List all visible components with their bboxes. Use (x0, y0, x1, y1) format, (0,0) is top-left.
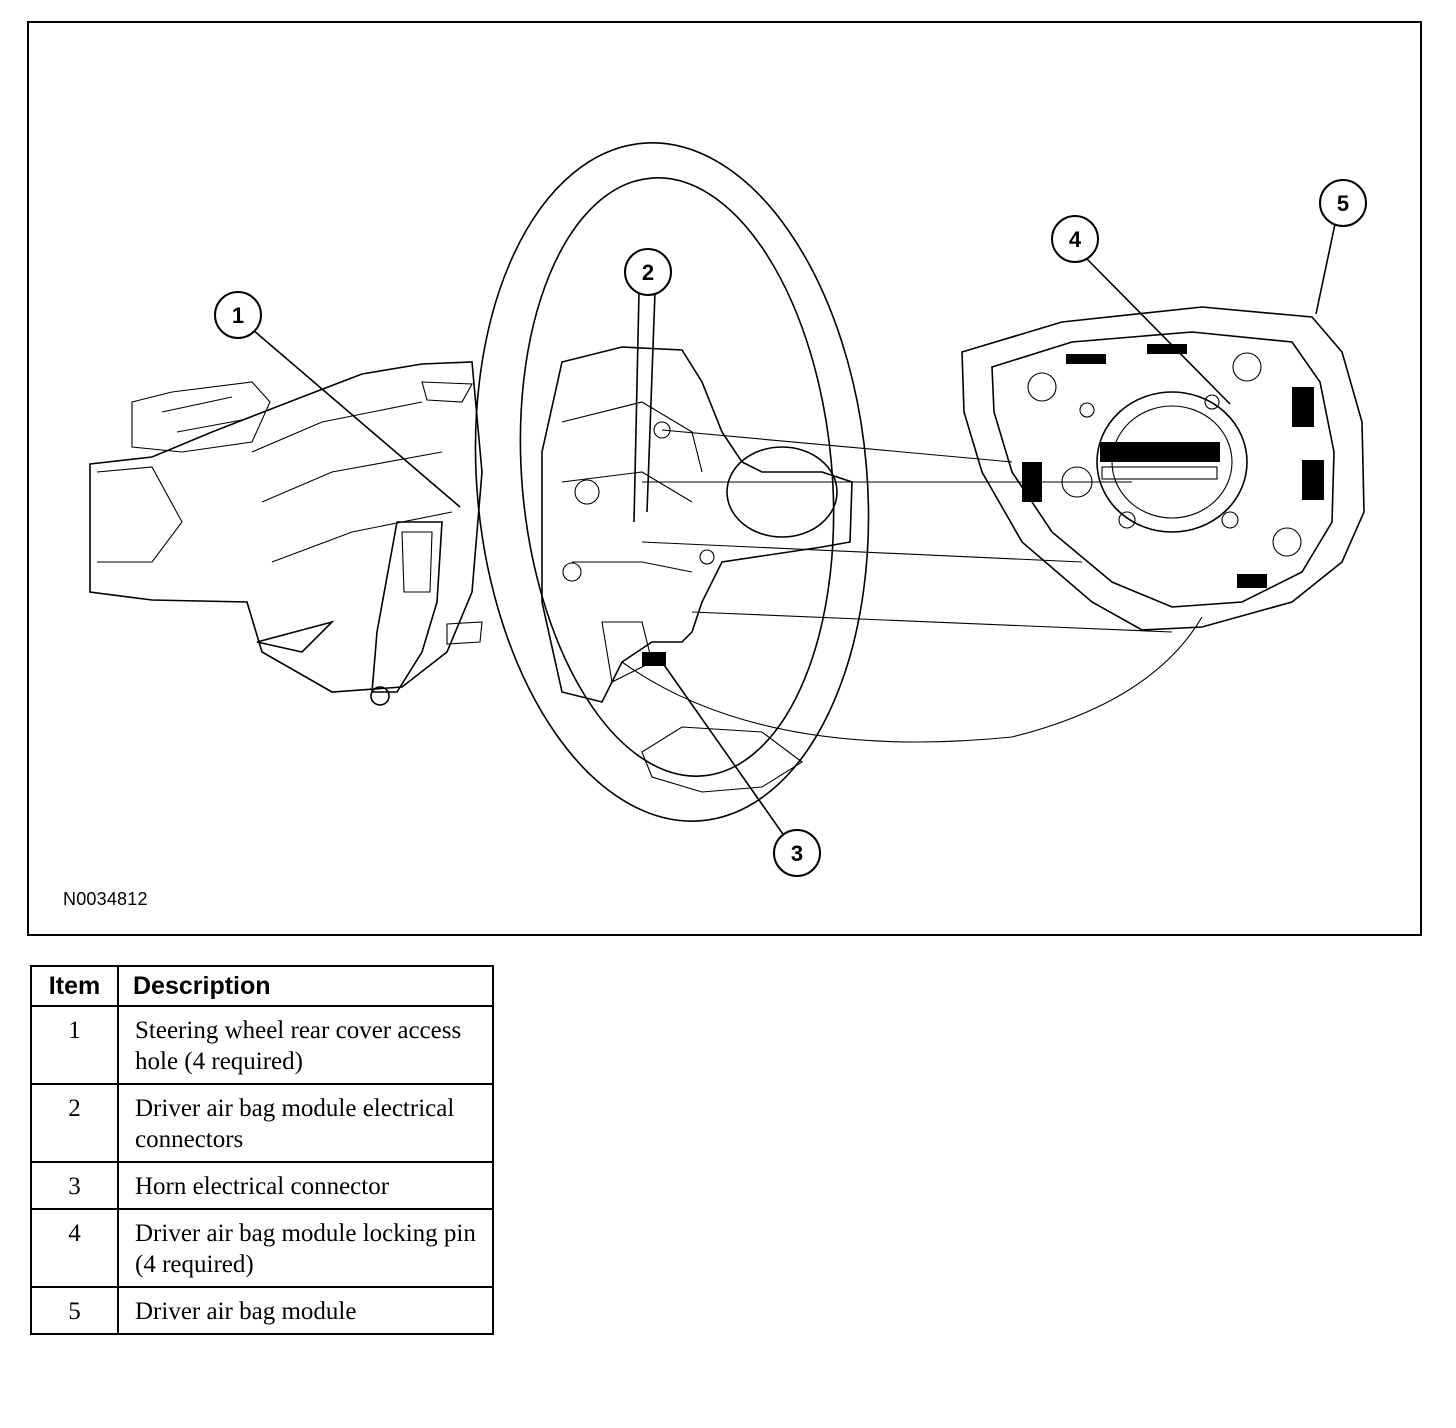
table-row: 4 Driver air bag module locking pin (4 r… (30, 1208, 494, 1288)
legend-item-description: Steering wheel rear cover access hole (4… (117, 1005, 494, 1085)
legend-header-item: Item (30, 965, 119, 1007)
legend-item-description: Driver air bag module electrical connect… (117, 1083, 494, 1163)
callout-4-label: 4 (1069, 227, 1082, 252)
legend-header-description: Description (117, 965, 494, 1007)
callout-5-label: 5 (1337, 191, 1349, 216)
legend-item-number: 3 (30, 1161, 119, 1210)
legend-item-description: Horn electrical connector (117, 1161, 494, 1210)
callout-2-label: 2 (642, 260, 654, 285)
callout-5: 5 (1319, 179, 1367, 227)
callout-leaders (252, 223, 1336, 838)
legend-item-number: 4 (30, 1208, 119, 1288)
callout-4: 4 (1051, 215, 1099, 263)
legend-header-row: Item Description (30, 965, 494, 1007)
legend-item-number: 5 (30, 1286, 119, 1335)
legend-table: Item Description 1 Steering wheel rear c… (30, 965, 494, 1335)
callout-3-label: 3 (791, 841, 803, 866)
table-row: 2 Driver air bag module electrical conne… (30, 1083, 494, 1163)
legend-item-description: Driver air bag module (117, 1286, 494, 1335)
legend-item-number: 1 (30, 1005, 119, 1085)
steering-column (89, 361, 483, 706)
legend-item-description: Driver air bag module locking pin (4 req… (117, 1208, 494, 1288)
callout-2: 2 (624, 248, 672, 296)
table-row: 5 Driver air bag module (30, 1286, 494, 1335)
steering-wheel (474, 142, 870, 822)
connection-lines (621, 429, 1203, 743)
callout-1: 1 (214, 291, 262, 339)
figure-id-label: N0034812 (63, 889, 148, 909)
callout-1-label: 1 (232, 303, 244, 328)
table-row: 1 Steering wheel rear cover access hole … (30, 1005, 494, 1085)
table-row: 3 Horn electrical connector (30, 1161, 494, 1210)
callout-3: 3 (773, 829, 821, 877)
diagram-figure: 1 2 3 4 5 N0034812 (27, 21, 1422, 936)
airbag-module (961, 306, 1365, 631)
legend-item-number: 2 (30, 1083, 119, 1163)
steering-wheel-airbag-illustration: 1 2 3 4 5 (89, 142, 1367, 877)
